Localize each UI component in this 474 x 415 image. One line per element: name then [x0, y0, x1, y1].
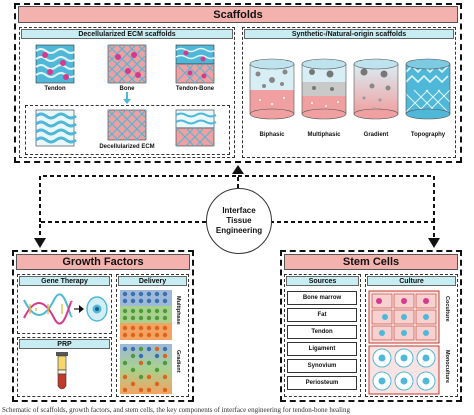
coculture-label: Coculture: [444, 296, 450, 322]
tendon-label: Tendon: [44, 86, 66, 92]
monoculture-label: Monoculture: [444, 350, 450, 383]
biphasic-label: Biphasic: [259, 132, 285, 138]
gradient-label: Gradient: [363, 132, 389, 138]
dna-icon: [23, 293, 73, 325]
tendon-bone-scaffold-image: [175, 44, 217, 84]
center-line-1: Interface: [222, 206, 256, 215]
bone-label: Bone: [119, 86, 135, 92]
cell-icon: [86, 296, 108, 322]
monoculture-wells: [368, 345, 440, 395]
source-synovium: Synovium: [287, 359, 357, 373]
multiphase-delivery-grid: [120, 290, 172, 340]
gene-therapy-panel: [17, 274, 112, 334]
scaffolds-panel: [14, 3, 462, 163]
center-line-3: Engineering: [215, 226, 263, 235]
topography-cylinder: [405, 58, 451, 120]
bone-scaffold-image: [107, 44, 147, 84]
decell-ecm-title: Decellularized ECM scaffolds: [21, 29, 233, 39]
gradient-cylinder: [353, 58, 399, 120]
stem-cells-panel: [280, 250, 462, 402]
sources-panel: [284, 274, 361, 397]
gene-therapy-title: Gene Therapy: [19, 276, 110, 286]
decell-tendon-bone-image: [175, 109, 217, 147]
interface-tissue-engineering-node: Interface Tissue Engineering: [206, 188, 272, 254]
multiphase-label: Multiphase: [175, 296, 181, 325]
prp-panel: [17, 337, 112, 397]
tendon-scaffold-image: [35, 44, 77, 84]
tendon-bone-label: Tendon-Bone: [175, 86, 215, 92]
source-tendon: Tendon: [287, 325, 357, 339]
culture-title: Culture: [367, 276, 456, 286]
stem-cells-title: Stem Cells: [284, 254, 458, 270]
biphasic-cylinder: [249, 58, 295, 120]
arrow-down-icon: [123, 92, 131, 104]
decell-bone-image: [107, 109, 147, 141]
center-line-2: Tissue: [226, 216, 252, 225]
source-fat: Fat: [287, 308, 357, 322]
multiphasic-cylinder: [301, 58, 347, 120]
arrow-right-icon: [74, 305, 84, 313]
delivery-panel: [116, 274, 189, 397]
synthetic-title: Synthetic-/Natural-origin scaffolds: [244, 29, 454, 39]
figure-caption: Schematic of scaffolds, growth factors, …: [2, 406, 351, 414]
synthetic-panel: [242, 27, 456, 158]
decell-ecm-panel: [19, 27, 235, 158]
growth-factors-title: Growth Factors: [16, 254, 190, 270]
multiphasic-label: Multiphasic: [307, 132, 341, 138]
scaffolds-title: Scaffolds: [18, 6, 458, 23]
decell-bottom-frame: [25, 105, 230, 155]
gradient-delivery-grid: [120, 344, 172, 394]
source-periosteum: Periosteum: [287, 376, 357, 390]
gradient-delivery-label: Gradient: [175, 350, 181, 373]
growth-factors-panel: [12, 250, 194, 402]
decell-tendon-image: [35, 109, 77, 147]
prp-title: PRP: [19, 339, 110, 349]
topography-label: Topography: [410, 132, 446, 138]
decell-ecm-label: Decellularized ECM: [99, 144, 155, 150]
coculture-wells: [368, 290, 440, 344]
delivery-title: Delivery: [118, 276, 187, 286]
sources-title: Sources: [286, 276, 359, 286]
culture-panel: [365, 274, 458, 397]
source-ligament: Ligament: [287, 342, 357, 356]
test-tube-icon: [56, 352, 68, 390]
source-bone-marrow: Bone marrow: [287, 291, 357, 305]
